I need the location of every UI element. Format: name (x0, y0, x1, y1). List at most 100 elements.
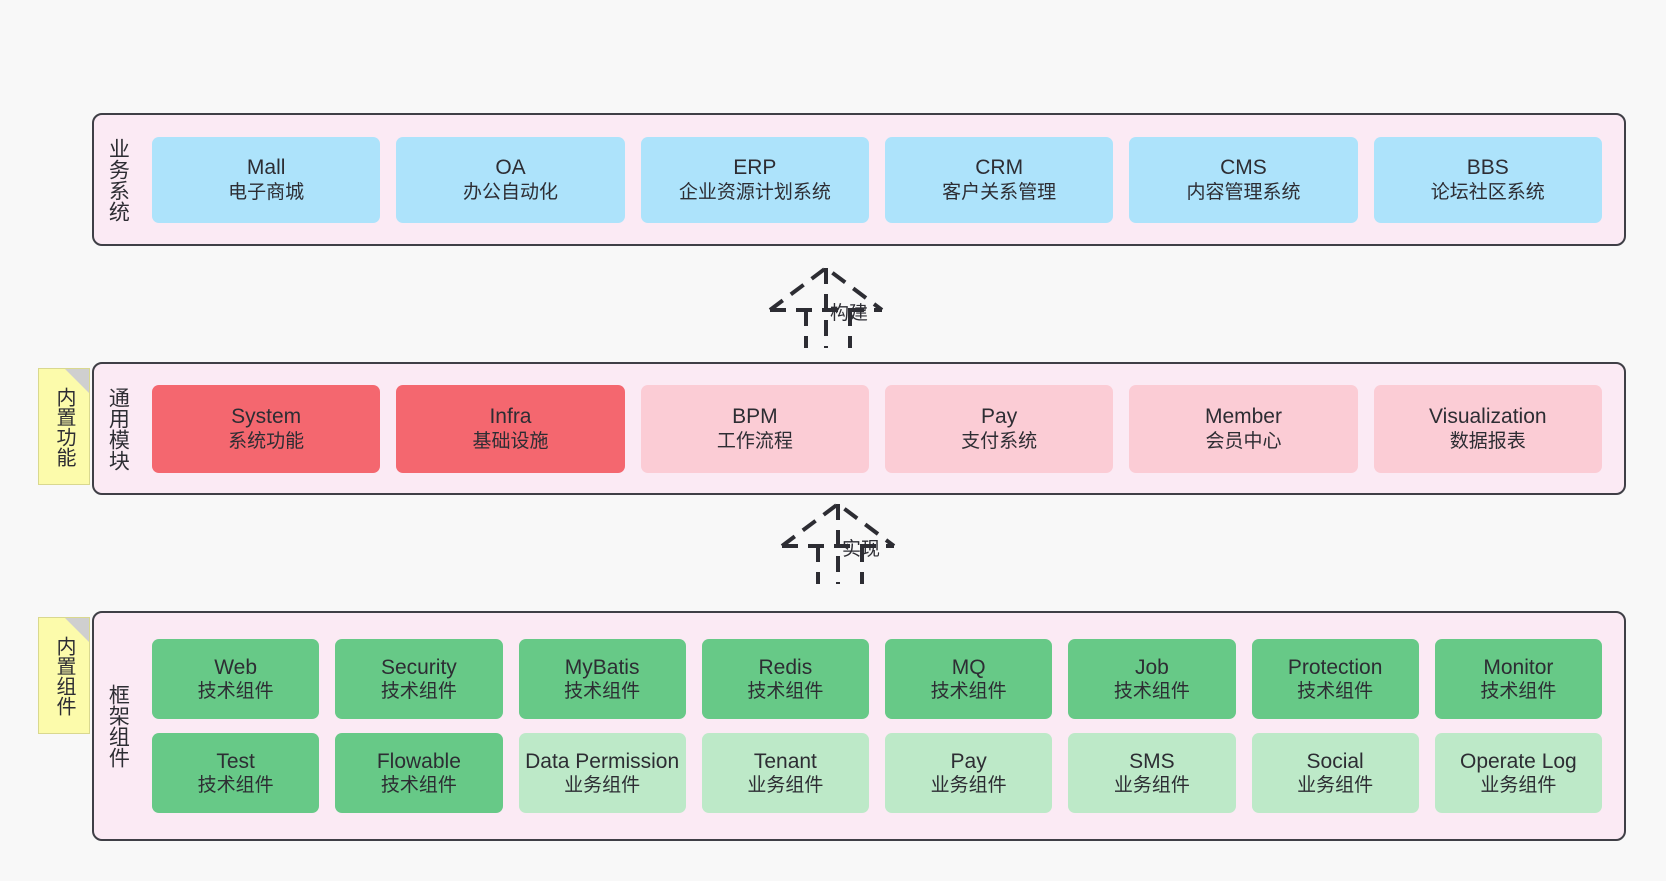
box-erp-name: ERP (733, 156, 777, 180)
box-cms[interactable]: CMS 内容管理系统 (1129, 136, 1358, 223)
box-bpm-desc: 工作流程 (716, 430, 793, 452)
connector-implement-label: 实现 (842, 539, 881, 560)
box-crm[interactable]: CRM 客户关系管理 (884, 136, 1114, 223)
box-cms-desc: 内容管理系统 (1186, 181, 1301, 203)
box-erp-desc: 企业资源计划系统 (678, 181, 831, 203)
box-tenant-name: Tenant (753, 749, 817, 773)
box-monitor-desc: 技术组件 (1480, 681, 1557, 703)
box-cms-name: CMS (1220, 156, 1267, 180)
box-social[interactable]: Social 业务组件 (1251, 733, 1419, 813)
box-web[interactable]: Web 技术组件 (152, 639, 320, 719)
box-mq-name: MQ (951, 655, 986, 679)
layer-framework-component: 框架组件 Web 技术组件 Security 技术组件 MyBatis 技术组件… (92, 611, 1626, 841)
connector-build-arrow-icon (768, 265, 884, 348)
layer-common-module-body: System 系统功能 Infra 基础设施 BPM 工作流程 Pay 支付系统… (140, 364, 1624, 493)
box-tenant-desc: 业务组件 (747, 775, 824, 797)
box-oa-desc: 办公自动化 (462, 181, 558, 203)
layer-framework-component-body: Web 技术组件 Security 技术组件 MyBatis 技术组件 Redi… (140, 613, 1624, 839)
layer-business-system-body: Mall 电子商城 OA 办公自动化 ERP 企业资源计划系统 CRM 客户关系… (140, 115, 1624, 244)
box-bbs-desc: 论坛社区系统 (1430, 181, 1545, 203)
box-oa-name: OA (495, 156, 526, 180)
box-member-name: Member (1204, 405, 1282, 429)
note-builtin-feature-text: 内置功能 (53, 386, 75, 467)
box-flowable[interactable]: Flowable 技术组件 (335, 733, 503, 813)
box-infra-name: Infra (489, 405, 532, 429)
connector-build-label: 构建 (830, 303, 869, 324)
box-mall[interactable]: Mall 电子商城 (152, 136, 381, 223)
box-bbs[interactable]: BBS 论坛社区系统 (1373, 136, 1602, 223)
box-pay-component[interactable]: Pay 业务组件 (885, 733, 1053, 813)
box-social-name: Social (1306, 749, 1364, 773)
box-member[interactable]: Member 会员中心 (1129, 384, 1358, 473)
box-pay-module-name: Pay (981, 405, 1018, 429)
box-infra[interactable]: Infra 基础设施 (396, 384, 625, 473)
box-pay-module-desc: 支付系统 (961, 430, 1038, 452)
box-mybatis-desc: 技术组件 (564, 681, 641, 703)
box-flowable-desc: 技术组件 (380, 775, 457, 797)
connector-implement-arrow-icon (780, 501, 896, 584)
layer-framework-component-title-text: 框架组件 (106, 684, 130, 768)
connector-implement: 实现 (776, 498, 926, 584)
box-mybatis-name: MyBatis (564, 655, 640, 679)
box-mybatis[interactable]: MyBatis 技术组件 (518, 639, 686, 719)
box-redis[interactable]: Redis 技术组件 (701, 639, 869, 719)
box-operate-log[interactable]: Operate Log 业务组件 (1434, 733, 1602, 813)
box-operate-log-desc: 业务组件 (1480, 775, 1557, 797)
box-flowable-name: Flowable (376, 749, 461, 773)
box-security-desc: 技术组件 (380, 681, 457, 703)
box-tenant[interactable]: Tenant 业务组件 (701, 733, 869, 813)
box-redis-name: Redis (758, 655, 813, 679)
box-system-name: System (231, 405, 302, 429)
framework-row-technical: Web 技术组件 Security 技术组件 MyBatis 技术组件 Redi… (144, 639, 1610, 719)
box-pay-component-name: Pay (950, 749, 987, 773)
layer-business-system-title: 业务系统 (94, 115, 140, 244)
box-test-desc: 技术组件 (197, 775, 274, 797)
box-redis-desc: 技术组件 (747, 681, 824, 703)
box-job-desc: 技术组件 (1113, 681, 1190, 703)
box-operate-log-name: Operate Log (1459, 749, 1577, 773)
framework-row-business: Test 技术组件 Flowable 技术组件 Data Permission … (144, 733, 1610, 813)
box-sms-name: SMS (1129, 749, 1175, 773)
layer-common-module: 通用模块 System 系统功能 Infra 基础设施 BPM 工作流程 Pay… (92, 362, 1626, 495)
box-infra-desc: 基础设施 (472, 430, 549, 452)
box-test[interactable]: Test 技术组件 (152, 733, 320, 813)
connector-build: 构建 (764, 262, 914, 348)
box-protection[interactable]: Protection 技术组件 (1251, 639, 1419, 719)
box-crm-name: CRM (975, 156, 1024, 180)
box-web-name: Web (214, 655, 258, 679)
box-erp[interactable]: ERP 企业资源计划系统 (640, 136, 869, 223)
box-mall-name: Mall (246, 156, 286, 180)
note-builtin-component: 内置组件 (38, 617, 90, 734)
box-bpm[interactable]: BPM 工作流程 (640, 384, 869, 473)
box-data-permission[interactable]: Data Permission 业务组件 (518, 733, 686, 813)
box-system-desc: 系统功能 (228, 430, 305, 452)
box-visualization[interactable]: Visualization 数据报表 (1373, 384, 1602, 473)
box-mq[interactable]: MQ 技术组件 (885, 639, 1053, 719)
box-pay-component-desc: 业务组件 (930, 775, 1007, 797)
box-member-desc: 会员中心 (1205, 430, 1282, 452)
box-job-name: Job (1134, 655, 1169, 679)
layer-business-system-title-text: 业务系统 (106, 137, 130, 222)
box-sms[interactable]: SMS 业务组件 (1068, 733, 1236, 813)
box-security[interactable]: Security 技术组件 (335, 639, 503, 719)
layer-common-module-title: 通用模块 (94, 364, 140, 493)
layer-common-module-title-text: 通用模块 (106, 386, 130, 471)
box-protection-desc: 技术组件 (1297, 681, 1374, 703)
box-bpm-name: BPM (732, 405, 778, 429)
box-mall-desc: 电子商城 (228, 181, 305, 203)
box-monitor[interactable]: Monitor 技术组件 (1434, 639, 1602, 719)
box-oa[interactable]: OA 办公自动化 (396, 136, 625, 223)
note-builtin-component-text: 内置组件 (53, 635, 75, 716)
box-mq-desc: 技术组件 (930, 681, 1007, 703)
layer-business-system: 业务系统 Mall 电子商城 OA 办公自动化 ERP 企业资源计划系统 CRM… (92, 113, 1626, 246)
box-visualization-name: Visualization (1429, 405, 1547, 429)
box-job[interactable]: Job 技术组件 (1068, 639, 1236, 719)
box-visualization-desc: 数据报表 (1449, 430, 1526, 452)
box-protection-name: Protection (1287, 655, 1383, 679)
box-test-name: Test (216, 749, 255, 773)
box-system[interactable]: System 系统功能 (152, 384, 381, 473)
box-pay-module[interactable]: Pay 支付系统 (884, 384, 1114, 473)
layer-framework-component-title: 框架组件 (94, 613, 140, 839)
box-web-desc: 技术组件 (197, 681, 274, 703)
